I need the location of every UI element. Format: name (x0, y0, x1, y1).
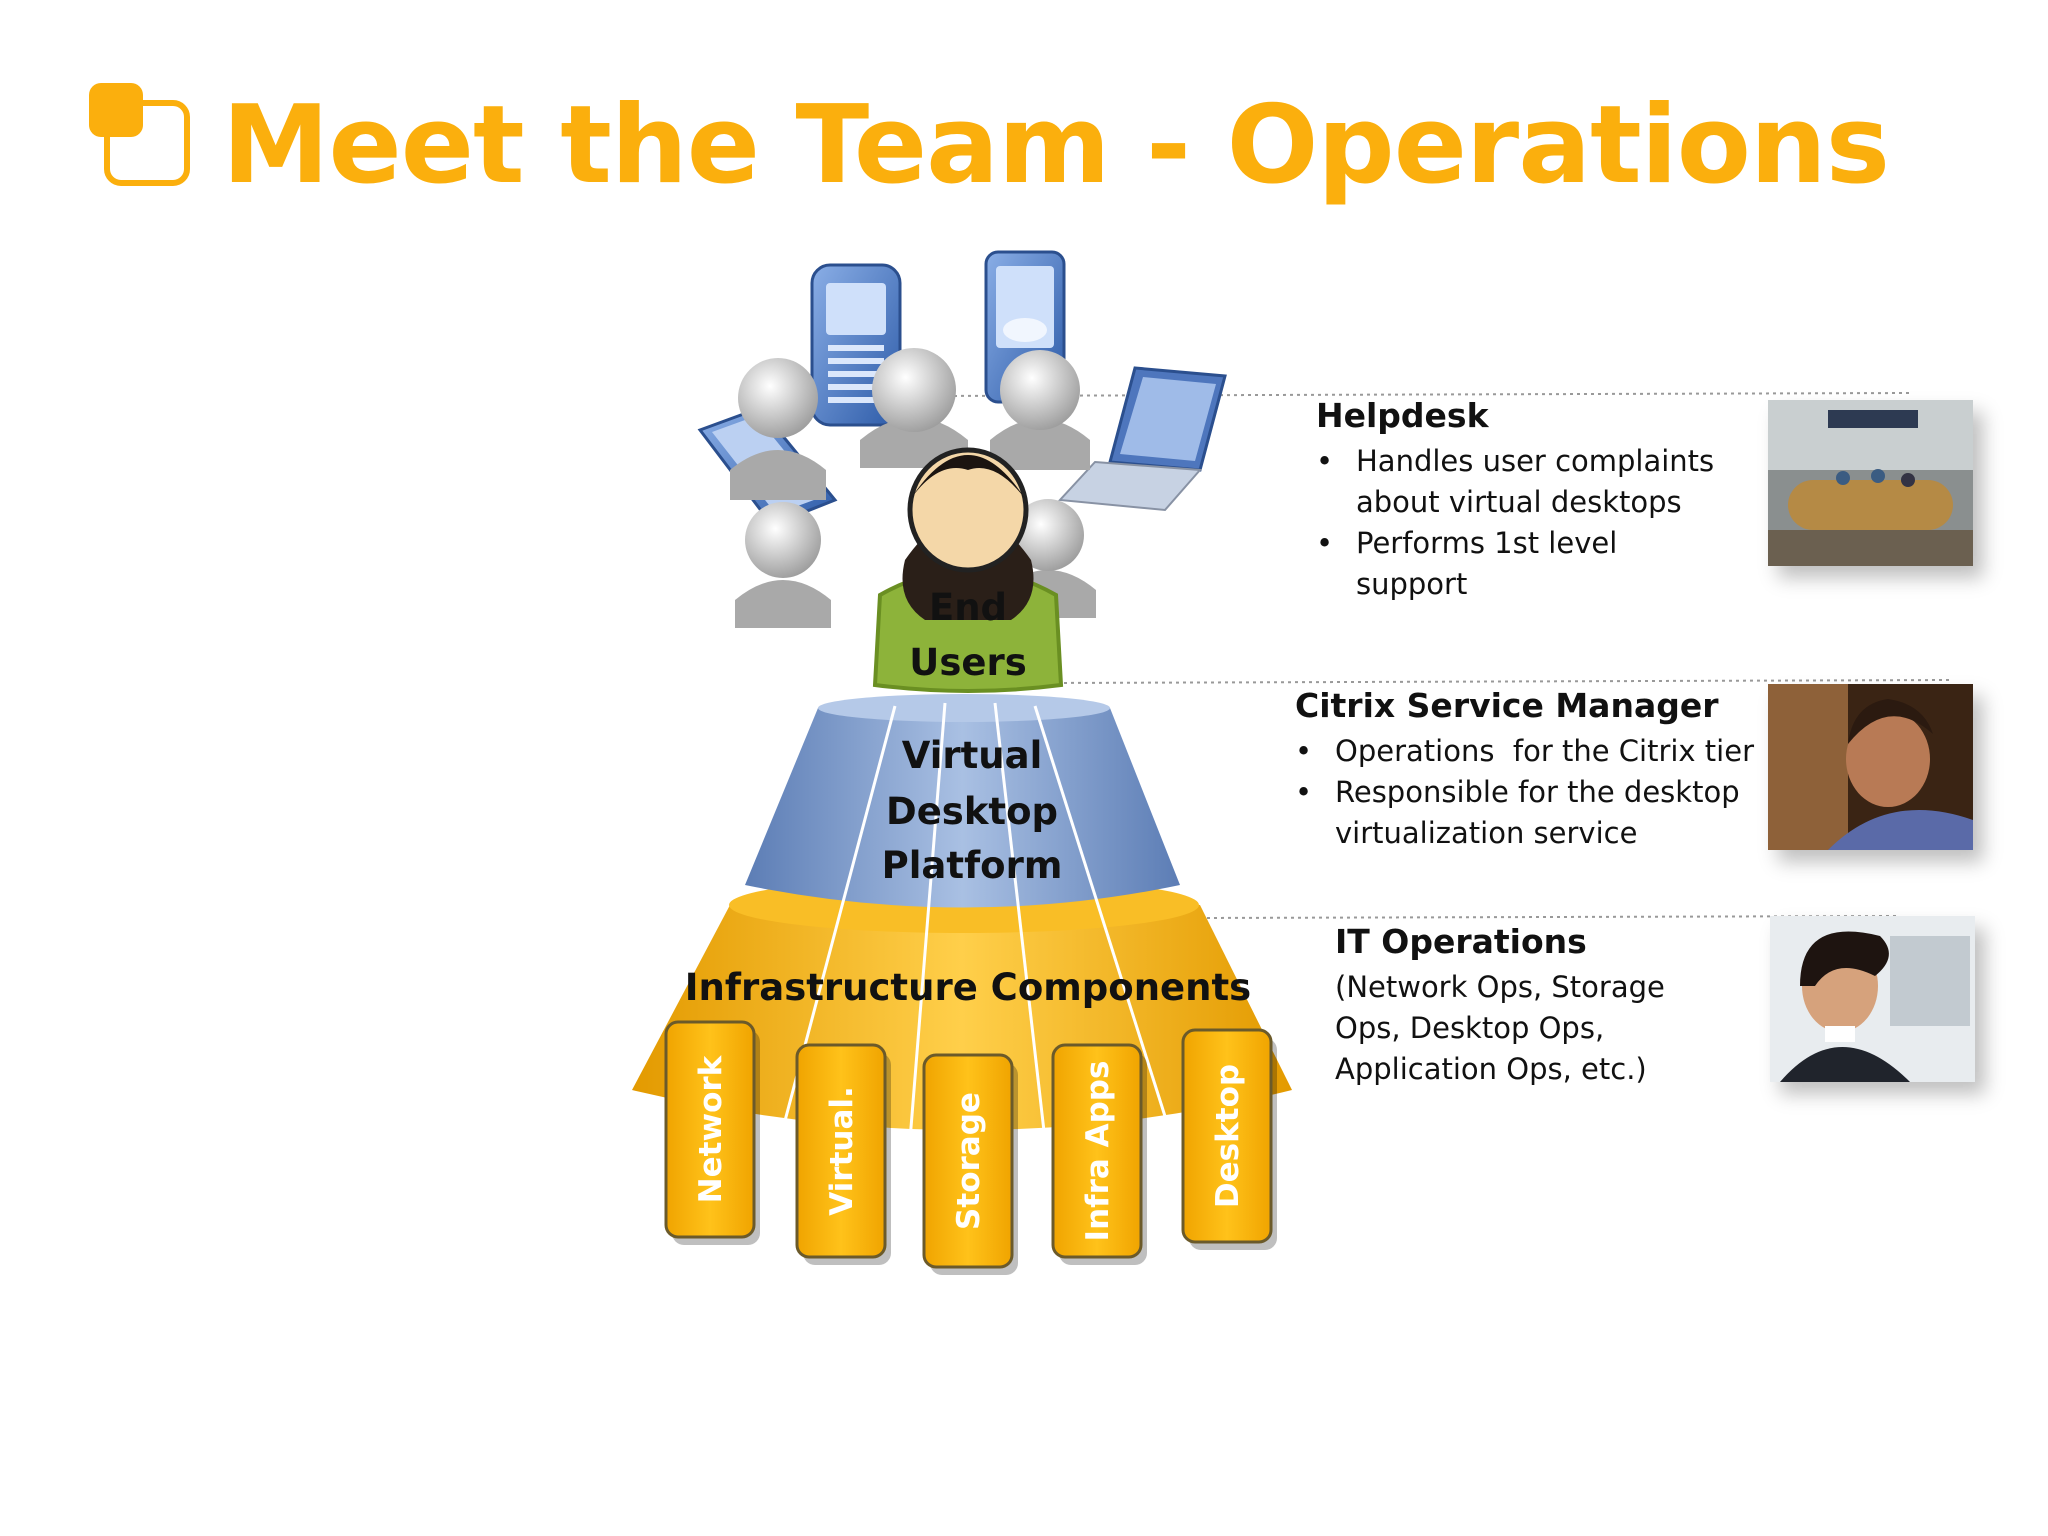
woman-photo (1770, 916, 1975, 1082)
end-user-icon (872, 447, 1064, 693)
component-pillar-virtual: Virtual. (795, 1043, 891, 1265)
component-pillar-desktop: Desktop (1181, 1028, 1277, 1250)
user-silhouette-icon (730, 358, 826, 500)
citrix-service-manager-bullets: Operations for the Citrix tier Responsib… (1295, 731, 1775, 854)
component-label: Network (693, 1054, 729, 1203)
component-label: Infra Apps (1080, 1061, 1116, 1242)
citrix-service-manager-bullet: Responsible for the desktop virtualizati… (1295, 772, 1775, 854)
infrastructure-label: Infrastructure Components (685, 966, 1251, 1009)
helpdesk-bullet: Handles user complaints about virtual de… (1316, 441, 1736, 523)
component-pillars: Network Virtual. Storage Infra Apps Desktop (664, 1020, 1277, 1275)
helpdesk-bullets: Handles user complaints about virtual de… (1316, 441, 1736, 605)
title-area: Meet the Team - Operations (85, 75, 1890, 208)
helpdesk-connector (939, 392, 1911, 397)
end-users-label-line1: End (929, 586, 1007, 629)
user-silhouette-icon (735, 502, 831, 628)
it-operations-role: IT Operations (Network Ops, Storage Ops,… (1335, 922, 1715, 1090)
platform-label-line3: Platform (882, 844, 1063, 887)
slide-title: Meet the Team - Operations (222, 83, 1890, 208)
component-label: Storage (951, 1092, 987, 1230)
it-operations-description: (Network Ops, Storage Ops, Desktop Ops, … (1335, 970, 1665, 1086)
platform-label-line2: Desktop (886, 790, 1058, 833)
citrix-service-manager-bullet: Operations for the Citrix tier (1295, 731, 1775, 772)
helpdesk-role: Helpdesk Handles user complaints about v… (1316, 396, 1736, 605)
helpdesk-photo (1768, 400, 1973, 566)
helpdesk-title: Helpdesk (1316, 396, 1489, 435)
slide-logo-icon (89, 83, 190, 186)
platform-label-line1: Virtual (902, 734, 1043, 777)
citrix-service-manager-title: Citrix Service Manager (1295, 686, 1719, 725)
citrix-connector (1049, 679, 1951, 684)
helpdesk-bullet: Performs 1st level support (1316, 523, 1736, 605)
component-pillar-infra-apps: Infra Apps (1051, 1043, 1147, 1265)
component-pillar-storage: Storage (922, 1053, 1018, 1275)
it-operations-title: IT Operations (1335, 922, 1587, 961)
stressed-man-photo (1768, 684, 1973, 850)
citrix-service-manager-role: Citrix Service Manager Operations for th… (1295, 686, 1775, 854)
laptop-icon (1057, 366, 1227, 512)
component-label: Desktop (1210, 1064, 1246, 1208)
user-silhouette-icon (990, 350, 1090, 470)
end-users-label-line2: Users (909, 641, 1026, 684)
component-pillar-network: Network (664, 1020, 760, 1245)
component-label: Virtual. (824, 1086, 860, 1216)
